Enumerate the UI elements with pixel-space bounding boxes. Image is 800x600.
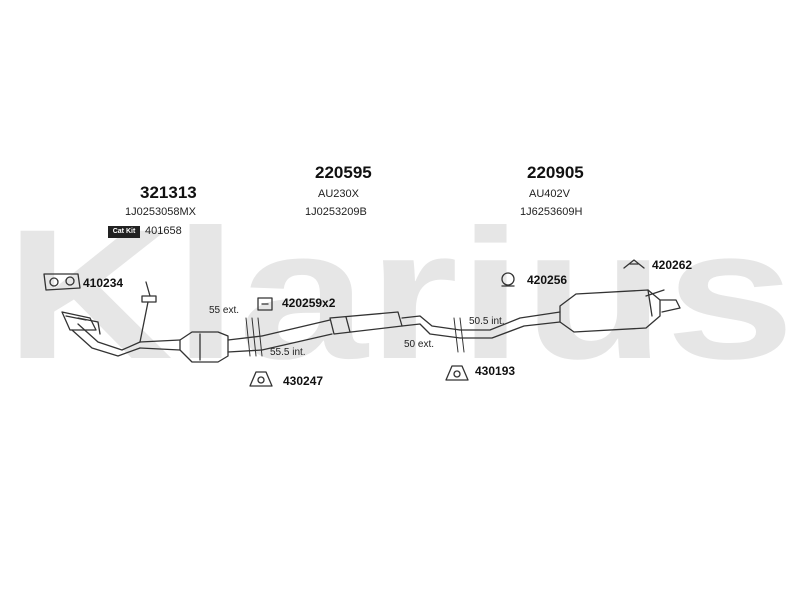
- rear-silencer-icon: [459, 289, 681, 339]
- rubber-hanger-front-icon: [249, 371, 273, 387]
- dim-front-int: 55.5 int.: [270, 347, 306, 358]
- ref-code-rear-silencer: AU402V: [529, 188, 570, 200]
- cat-kit-part: 401658: [145, 225, 182, 237]
- part-bracket: 420262: [652, 258, 693, 272]
- catalytic-converter-icon: [179, 331, 263, 363]
- dim-rear-ext: 50 ext.: [404, 339, 435, 350]
- part-rubber-mount: 420256: [527, 273, 568, 287]
- lambda-sensor-icon: [139, 281, 157, 343]
- bracket-icon: [623, 259, 645, 269]
- centre-silencer-icon: [329, 311, 461, 339]
- dim-front-ext: 55 ext.: [209, 305, 240, 316]
- part-clamp: 420259x2: [282, 296, 336, 310]
- oe-ref-exhaust-system: 1J0253058MX: [125, 206, 196, 218]
- front-pipe-icon: [61, 311, 181, 357]
- part-hanger-rear: 430193: [475, 364, 516, 378]
- part-gasket: 410234: [83, 276, 124, 290]
- oe-ref-rear-silencer: 1J6253609H: [520, 206, 583, 218]
- part-hanger-front: 430247: [283, 374, 324, 388]
- cat-kit-badge: Cat Kit: [108, 226, 140, 238]
- rubber-mount-icon: [501, 272, 515, 287]
- ref-code-centre-section: AU230X: [318, 188, 359, 200]
- joint-marks: [245, 317, 465, 357]
- middle-pipe-icon: [261, 319, 333, 351]
- rubber-hanger-rear-icon: [445, 365, 469, 381]
- part-number-rear-silencer: 220905: [527, 163, 584, 182]
- dim-rear-int: 50.5 int.: [469, 316, 505, 327]
- gasket-icon: [43, 273, 81, 291]
- oe-ref-centre-section: 1J0253209B: [305, 206, 367, 218]
- part-number-centre-section: 220595: [315, 163, 372, 182]
- clamp-icon: [257, 297, 273, 311]
- part-number-exhaust-system: 321313: [140, 183, 197, 202]
